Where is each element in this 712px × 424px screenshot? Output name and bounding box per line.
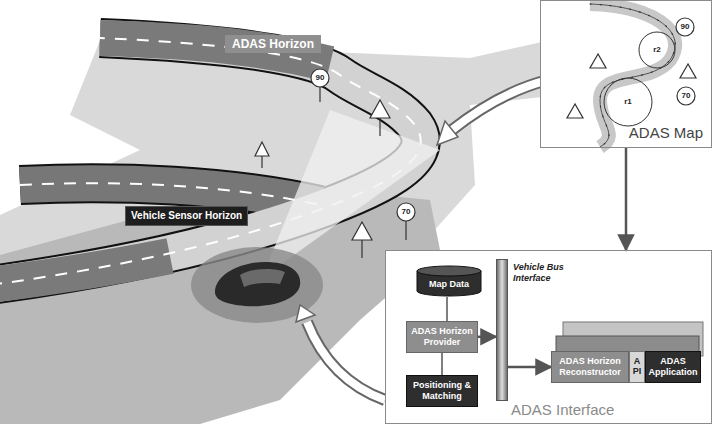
process-box: Positioning & Matching bbox=[406, 375, 478, 407]
box-text: Map Data bbox=[429, 279, 469, 290]
map-arrow-outline bbox=[452, 80, 548, 130]
sign-label: 90 bbox=[681, 23, 690, 31]
sign-pole bbox=[379, 118, 380, 136]
speed-sign bbox=[676, 18, 694, 36]
connector bbox=[625, 148, 628, 250]
sign-label: r2 bbox=[653, 46, 661, 54]
branch-road bbox=[20, 183, 320, 205]
region-label: Vehicle Sensor Horizon bbox=[125, 206, 248, 226]
process-box: ADAS Application bbox=[645, 351, 701, 383]
warning-sign bbox=[567, 104, 583, 118]
sign-pole bbox=[405, 221, 406, 240]
panel-grounds bbox=[385, 0, 712, 424]
bus-bar: Vehicle Bus Interface bbox=[496, 259, 508, 401]
warning-sign bbox=[352, 222, 372, 240]
connector bbox=[446, 297, 448, 321]
region-label: ADAS Horizon bbox=[225, 35, 321, 53]
map-signs bbox=[567, 18, 696, 118]
sign-label: 90 bbox=[316, 74, 325, 82]
sign-label: 70 bbox=[682, 92, 691, 100]
map-arrow-head bbox=[437, 121, 458, 145]
car-arrow bbox=[307, 322, 385, 400]
sign-pole bbox=[319, 87, 320, 102]
box-text: API bbox=[633, 357, 642, 377]
box-text: Vehicle Sensor Horizon bbox=[131, 210, 242, 222]
panel-title: ADAS Interface bbox=[511, 401, 614, 419]
warning-sign bbox=[590, 54, 606, 68]
panel-ground bbox=[540, 0, 712, 148]
connector bbox=[478, 336, 496, 339]
box-text: Positioning & Matching bbox=[409, 380, 475, 402]
map-arrow bbox=[452, 80, 548, 130]
radius-circle bbox=[639, 32, 675, 68]
speed-sign bbox=[311, 69, 329, 87]
database-cylinder: Map Data bbox=[416, 265, 482, 297]
sign-pole bbox=[361, 240, 362, 258]
bus-label: Vehicle Bus Interface bbox=[513, 262, 585, 284]
box-text: ADAS Horizon bbox=[232, 37, 314, 51]
sign-label: r1 bbox=[624, 98, 632, 106]
car-window bbox=[240, 269, 285, 287]
car-arrow-outline bbox=[307, 322, 385, 400]
car-halo bbox=[191, 247, 323, 323]
warning-sign bbox=[680, 64, 696, 78]
process-box: ADAS Horizon Reconstructor bbox=[551, 351, 629, 383]
road-signs bbox=[255, 69, 415, 258]
speed-sign bbox=[677, 87, 695, 105]
branch-road-edge bbox=[20, 183, 320, 205]
warning-sign bbox=[255, 142, 269, 156]
top-road bbox=[100, 38, 330, 64]
box-text: ADAS Application bbox=[648, 356, 698, 378]
sensor-horizon-band bbox=[0, 190, 440, 424]
panel-ground bbox=[385, 250, 712, 424]
warning-sign bbox=[370, 100, 390, 118]
api-box: API bbox=[629, 351, 645, 383]
lane-marking bbox=[20, 183, 320, 205]
box-text: ADAS Horizon Provider bbox=[409, 326, 475, 348]
panel-title: ADAS Map bbox=[629, 124, 703, 142]
box-text: ADAS Horizon Reconstructor bbox=[554, 356, 626, 378]
radius-circle bbox=[604, 78, 652, 126]
connector bbox=[508, 366, 551, 369]
speed-sign bbox=[397, 203, 415, 221]
connector bbox=[441, 353, 443, 375]
sign-pole bbox=[261, 156, 262, 168]
sign-label: 70 bbox=[402, 208, 411, 216]
car bbox=[215, 262, 300, 306]
car-arrow-head bbox=[296, 305, 315, 322]
process-box: ADAS Horizon Provider bbox=[406, 321, 478, 353]
interface-panel: ADAS Interface Map DataADAS Horizon Provi… bbox=[385, 250, 712, 424]
